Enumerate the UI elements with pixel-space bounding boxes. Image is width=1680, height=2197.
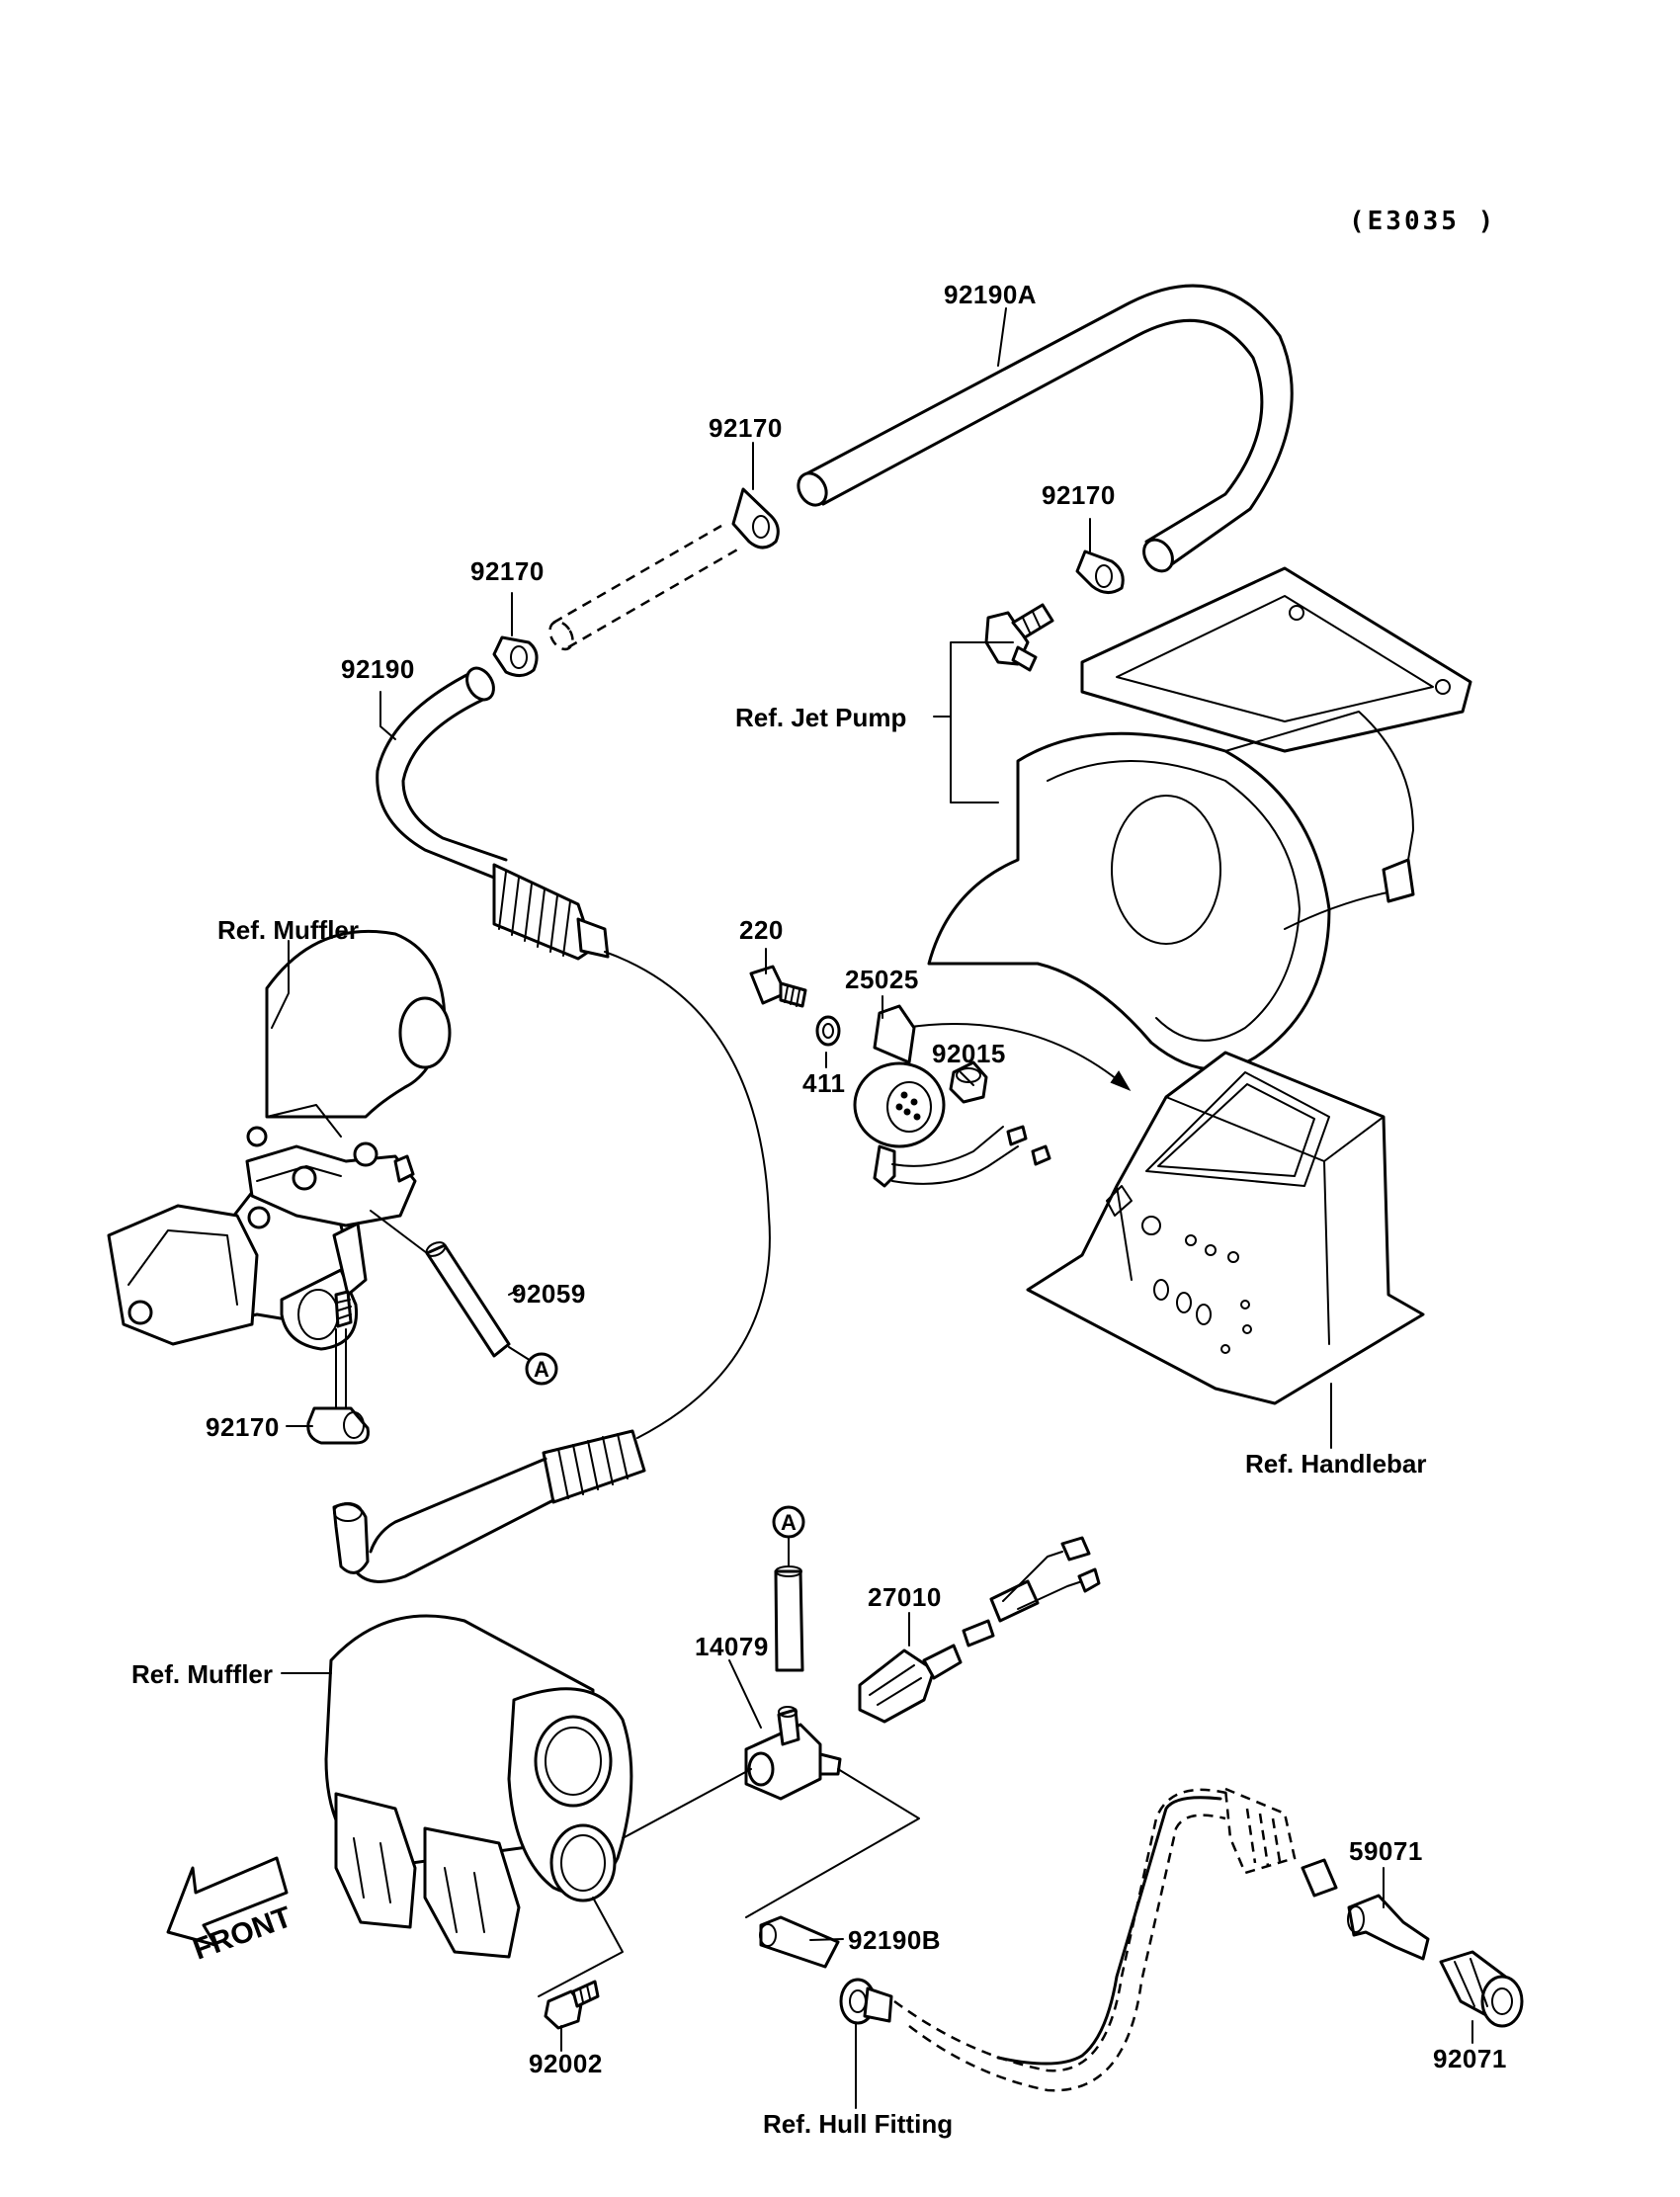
coupling-59071 bbox=[1301, 1858, 1430, 1961]
dashed-fitting bbox=[1223, 1787, 1297, 1875]
label-92170-left: 92170 bbox=[470, 556, 545, 586]
label-14079: 14079 bbox=[695, 1632, 769, 1661]
ref-jet-pump-bracket bbox=[950, 641, 1014, 803]
hose-a-segment bbox=[774, 1536, 804, 1672]
cable-arc bbox=[604, 951, 771, 1439]
arrow-icon bbox=[1110, 1070, 1132, 1092]
hose-92190a bbox=[797, 284, 1294, 573]
switch-27010 bbox=[858, 1536, 1101, 1724]
hose-bellows-upper bbox=[492, 863, 610, 961]
label-92190: 92190 bbox=[341, 654, 415, 684]
catalog-code: (E3035 ) bbox=[1349, 207, 1496, 236]
label-59071: 59071 bbox=[1349, 1836, 1423, 1866]
muffler-lower bbox=[324, 1614, 633, 1959]
label-92071: 92071 bbox=[1433, 2044, 1507, 2073]
hose-hidden-segment bbox=[548, 524, 740, 651]
clamp-left-icon bbox=[492, 635, 539, 677]
bolt-220-icon bbox=[749, 965, 807, 1008]
hull-fitting bbox=[839, 1978, 893, 2025]
hose-92059 bbox=[370, 1210, 537, 1365]
hose-lower bbox=[332, 1429, 646, 1583]
clamp-lower-icon bbox=[306, 1328, 370, 1445]
clamp-right-icon bbox=[1075, 549, 1125, 594]
leader-tee-muffler bbox=[622, 1768, 752, 1839]
label-ref-muffler-lower: Ref. Muffler bbox=[131, 1659, 273, 1689]
label-92170-lower: 92170 bbox=[206, 1412, 280, 1442]
hose-92190 bbox=[376, 666, 610, 961]
label-220: 220 bbox=[739, 915, 784, 945]
sensor-25025 bbox=[853, 1004, 1051, 1188]
label-92015: 92015 bbox=[932, 1039, 1006, 1068]
label-27010: 27010 bbox=[868, 1582, 942, 1612]
label-ref-handlebar: Ref. Handlebar bbox=[1245, 1449, 1427, 1479]
jet-pump-fitting bbox=[984, 603, 1054, 672]
clamp-top-icon bbox=[731, 487, 780, 549]
label-92190a: 92190A bbox=[944, 280, 1037, 309]
tee-fitting-14079 bbox=[744, 1706, 842, 1801]
label-ref-jet-pump: Ref. Jet Pump bbox=[735, 703, 906, 732]
label-92170-top: 92170 bbox=[709, 413, 783, 443]
front-arrow: FRONT bbox=[166, 1856, 295, 1967]
hose-92190b bbox=[759, 1915, 840, 1969]
marker-a-lower: A bbox=[772, 1505, 805, 1539]
label-ref-hull-fitting: Ref. Hull Fitting bbox=[763, 2109, 953, 2139]
muffler-upper bbox=[107, 929, 452, 1351]
hose-dashed-lower bbox=[893, 1787, 1297, 2092]
label-ref-muffler-upper: Ref. Muffler bbox=[217, 915, 359, 945]
washer-411-icon bbox=[815, 1015, 841, 1047]
label-411: 411 bbox=[802, 1068, 845, 1098]
plug-92071-icon bbox=[1439, 1950, 1524, 2028]
label-92059: 92059 bbox=[512, 1279, 586, 1309]
label-92170-right: 92170 bbox=[1042, 480, 1116, 510]
marker-a-upper-text: A bbox=[534, 1357, 549, 1382]
label-25025: 25025 bbox=[845, 965, 919, 994]
leader-lines bbox=[271, 307, 1473, 2109]
bolt-92002-icon bbox=[544, 1980, 600, 2030]
marker-a-upper: A bbox=[525, 1352, 558, 1386]
label-92002: 92002 bbox=[529, 2049, 603, 2078]
handlebar-housing bbox=[1026, 1051, 1425, 1405]
label-92190b: 92190B bbox=[848, 1925, 941, 1955]
sensor-lead-arc bbox=[903, 1023, 1128, 1088]
marker-a-lower-text: A bbox=[781, 1510, 797, 1535]
jet-pump bbox=[927, 566, 1472, 1071]
nut-92015-icon bbox=[949, 1060, 988, 1104]
